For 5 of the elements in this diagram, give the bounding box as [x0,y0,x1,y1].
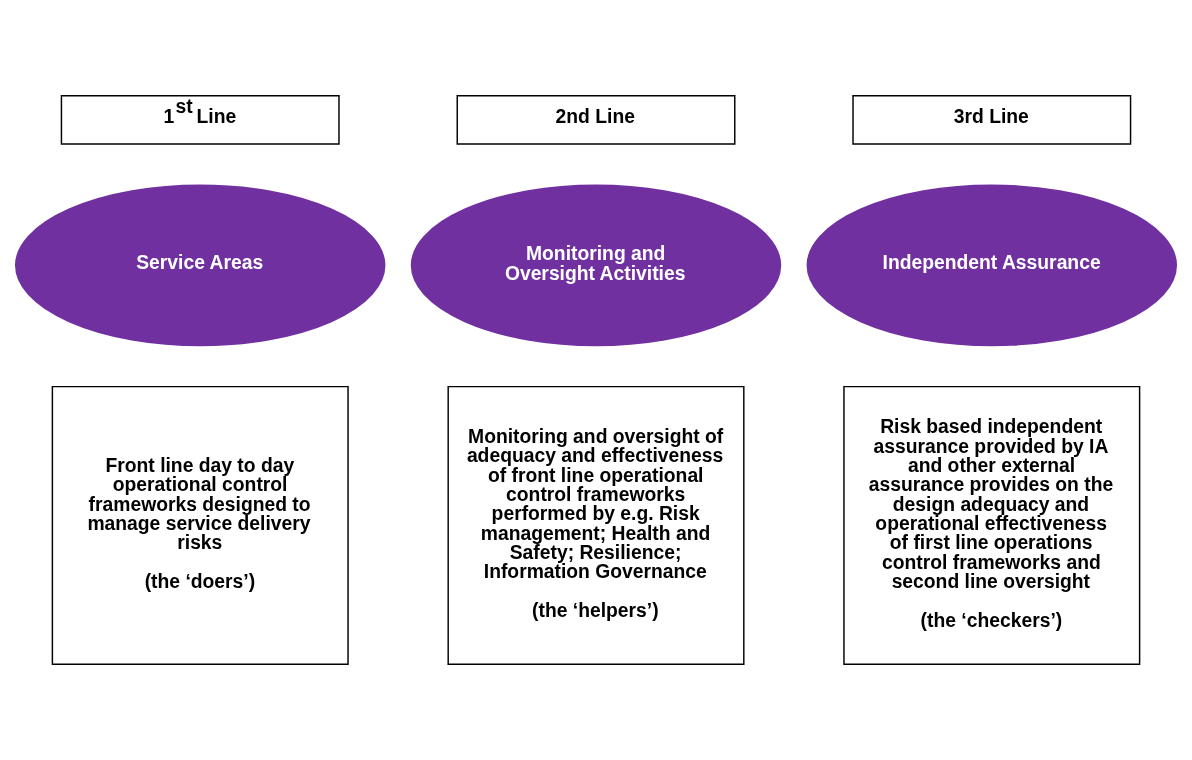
node-box: 3rd Line [852,95,1132,145]
node-box: Risk based independent assurance provided by IA and other external assurance provides on the design adequacy and operational effectiveness of first line operations control frameworks and second line oversight (the ‘checkers’) [843,385,1141,665]
node-box: Front line day to day operational control frameworks designed to manage service delivery risks (the ‘doers’) [51,385,349,665]
node-box: Monitoring and oversight of adequacy and effectiveness of front line operational control frameworks performed by e.g. Risk management; Health and Safety; Resilience; Information Governance (the ‘helpers’) [447,385,745,665]
node-box: 2nd Line [456,95,736,145]
